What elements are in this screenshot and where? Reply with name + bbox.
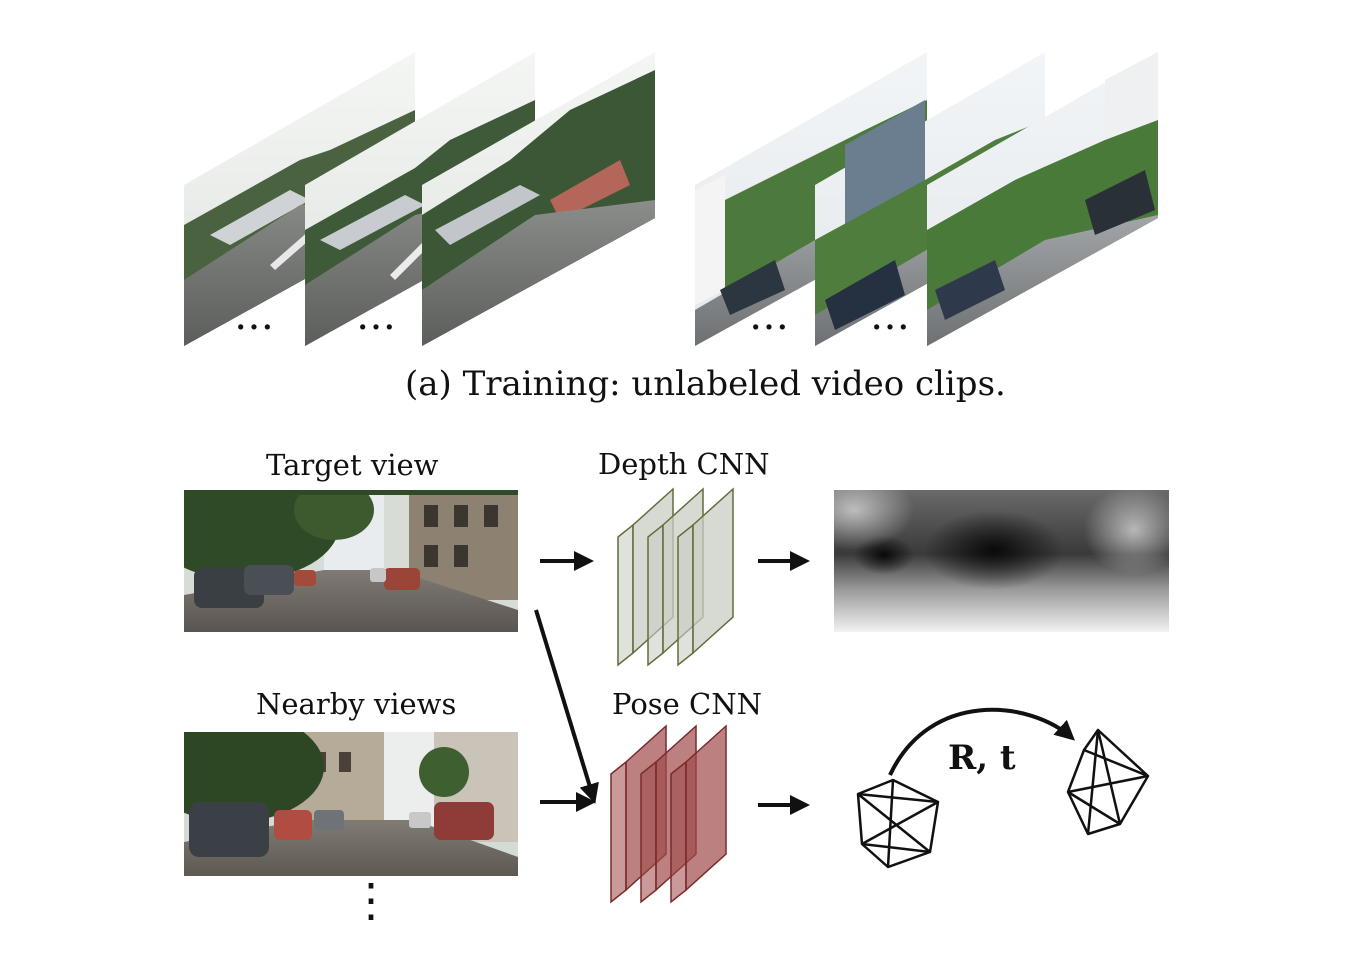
pose-cnn-layer-side-2 (640, 760, 657, 904)
pose-cnn-layer-side-3 (670, 760, 687, 904)
pose-cnn-layer-stack (610, 724, 727, 904)
depth-cnn-layer-side-3 (677, 523, 694, 667)
target-view-image (184, 490, 518, 632)
label-nearby-views: Nearby views (256, 687, 457, 721)
video-clip-1 (184, 52, 655, 346)
caption-a: (a) Training: unlabeled video clips. (405, 364, 1006, 404)
depth-cnn-layer-stack (617, 487, 734, 667)
pose-cnn-layer-side-1 (610, 760, 627, 904)
nearby-view-image (184, 732, 518, 876)
clip1-frame-3 (422, 52, 655, 346)
label-target-view: Target view (266, 448, 439, 482)
arrow-target-to-pose (534, 609, 599, 804)
label-depth-cnn: Depth CNN (598, 447, 770, 481)
pose-cnn-layer-3 (685, 724, 727, 892)
label-pose-cnn: Pose CNN (612, 687, 762, 721)
nearby-views-vertical-ellipsis: ⋮ (348, 873, 394, 927)
depth-cnn-layers (617, 487, 734, 667)
video-clip-2 (695, 52, 1158, 346)
depth-cnn-layer-3 (692, 487, 734, 655)
depth-cnn-layer-side-2 (647, 523, 664, 667)
pose-output-label: R, t (948, 738, 1016, 778)
camera-pose-target-icon (1066, 728, 1150, 836)
camera-pose-source-icon (856, 778, 940, 869)
clip2-ellipsis-1: … (749, 293, 789, 339)
clip1-ellipsis-1: … (234, 293, 274, 339)
depth-cnn-layer-side-1 (617, 523, 634, 667)
clip2-ellipsis-2: … (870, 293, 910, 339)
pose-cnn-layers (610, 724, 727, 904)
depth-map-image (834, 490, 1169, 632)
clip1-ellipsis-2: … (356, 293, 396, 339)
clip2-frame-3 (927, 52, 1158, 346)
